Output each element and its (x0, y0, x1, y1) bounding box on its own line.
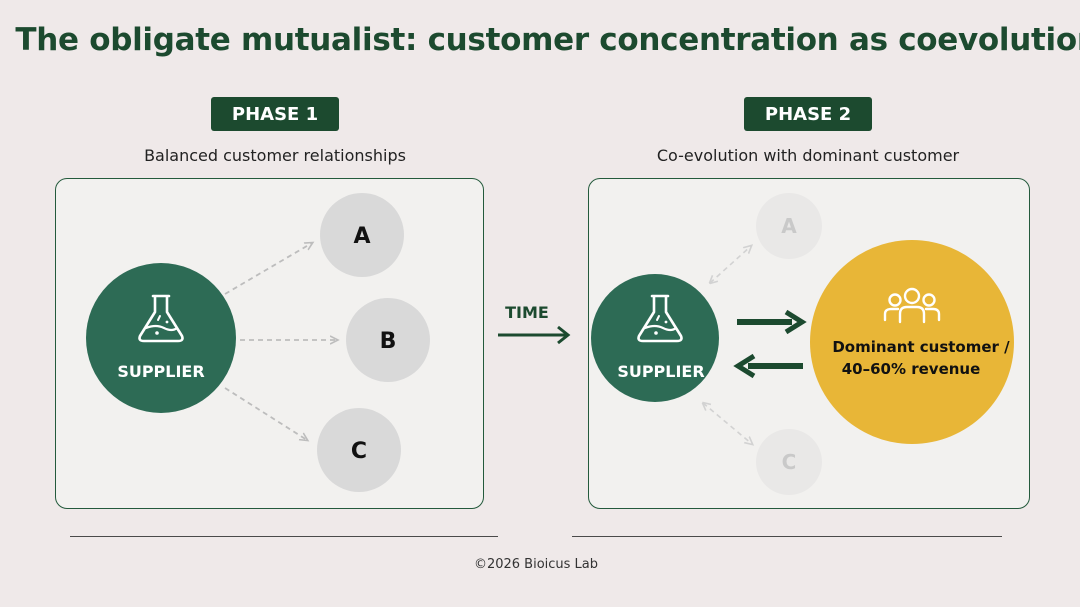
phase-1-subtitle: Balanced customer relationships (144, 146, 406, 165)
faded-customer-c-label: C (782, 450, 797, 474)
phase-1-badge: PHASE 1 (211, 97, 339, 131)
dominant-customer-node: Dominant customer / 40–60% revenue (810, 240, 1014, 444)
phase-2-supplier-node: SUPPLIER (591, 274, 719, 402)
flask-icon (637, 294, 683, 343)
time-label: TIME (505, 303, 549, 322)
connector-supplier-to-c (224, 387, 307, 440)
time-transition: TIME (498, 303, 571, 345)
flask-icon (138, 294, 184, 343)
customer-node-c: C (317, 408, 401, 492)
arrow-dominant-to-supplier (733, 353, 803, 379)
time-arrow-icon (498, 325, 571, 345)
phase-1-supplier-node: SUPPLIER (86, 263, 236, 413)
users-group-icon (883, 287, 941, 324)
dominant-customer-line-2: 40–60% revenue (842, 360, 981, 378)
phase-2-subtitle: Co-evolution with dominant customer (656, 146, 960, 165)
page-title: The obligate mutualist: customer concent… (15, 22, 1080, 58)
faded-customer-node-c: C (756, 429, 822, 495)
connector-supplier-to-a (224, 243, 312, 295)
customer-b-label: B (380, 329, 397, 354)
faded-customer-a-label: A (781, 214, 797, 238)
arrow-supplier-to-dominant (737, 309, 807, 335)
connector-supplier-to-faded-c (703, 403, 752, 444)
connector-supplier-to-faded-a (710, 246, 751, 283)
phase-1-supplier-label: SUPPLIER (117, 362, 204, 381)
dominant-customer-line-1: Dominant customer / (832, 338, 1010, 356)
customer-c-label: C (351, 439, 367, 464)
customer-node-a: A (320, 193, 404, 277)
phase-2-badge: PHASE 2 (744, 97, 872, 131)
footer-divider-right (572, 536, 1002, 537)
customer-node-b: B (346, 298, 430, 382)
faded-customer-node-a: A (756, 193, 822, 259)
footer-divider-left (70, 536, 498, 537)
customer-a-label: A (353, 224, 370, 249)
copyright-notice: ©2026 Bioicus Lab (473, 557, 599, 572)
phase-2-supplier-label: SUPPLIER (617, 362, 704, 381)
